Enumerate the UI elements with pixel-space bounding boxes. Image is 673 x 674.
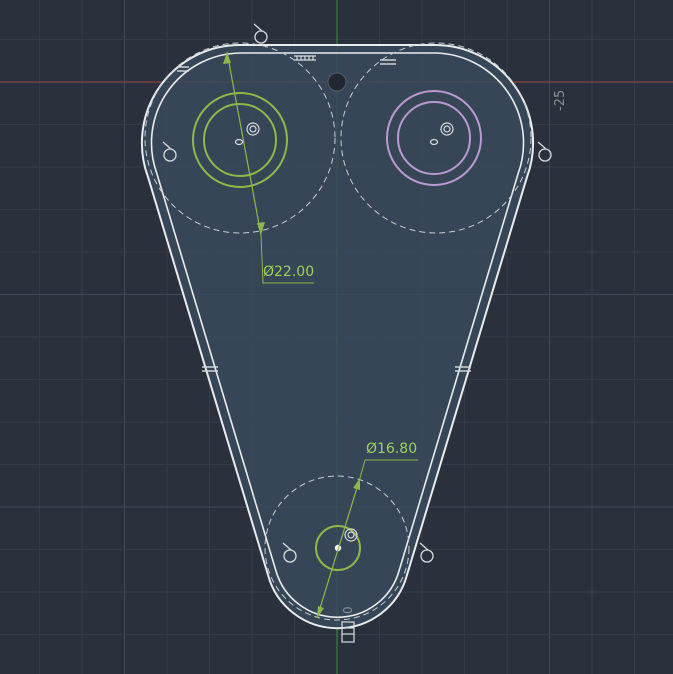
right-boss-outer-circle[interactable] xyxy=(386,90,482,186)
concentric-constraint-icon-inner xyxy=(249,125,257,133)
tangent-constraint-icon xyxy=(537,141,552,162)
bottom-dimension-label[interactable]: 0 xyxy=(341,606,355,614)
right-boss-inner-circle[interactable] xyxy=(397,101,471,175)
equal-constraint-icon xyxy=(177,66,189,72)
left-boss-center-point xyxy=(234,138,244,146)
tangent-constraint-icon xyxy=(282,542,297,563)
equal-constraint-icon xyxy=(202,366,218,372)
left-boss-outer-circle[interactable] xyxy=(192,92,288,188)
left-boss-inner-circle[interactable] xyxy=(203,103,277,177)
diameter-dimension-large[interactable]: Ø22.00 xyxy=(223,51,314,284)
construction-circle-right[interactable] xyxy=(340,42,532,234)
left-boss[interactable] xyxy=(192,92,288,188)
construction-circle-bottom[interactable] xyxy=(264,475,410,621)
concentric-constraint-icon xyxy=(246,122,260,136)
midpoint-circle-icon xyxy=(327,72,347,92)
sketch-profile-inner-offset[interactable] xyxy=(150,52,525,619)
concentric-constraint-icon xyxy=(344,528,358,542)
right-boss[interactable] xyxy=(386,90,482,186)
horizontal-constraint-icon xyxy=(294,55,316,61)
right-boss-center-point xyxy=(429,138,439,146)
sketch-profile-region[interactable] xyxy=(140,44,535,630)
tangent-constraint-icon xyxy=(419,542,434,563)
concentric-constraint-icon-inner xyxy=(347,531,355,539)
tangent-constraint-icon xyxy=(162,141,177,162)
concentric-constraint-icon xyxy=(440,122,454,136)
bottom-constraint-icon xyxy=(341,621,355,643)
bottom-boss-circle[interactable] xyxy=(315,525,361,571)
diameter-dimension-small[interactable]: Ø16.80 xyxy=(316,441,418,619)
construction-circle-left[interactable] xyxy=(144,42,336,234)
dimension-label-large-diameter[interactable]: Ø22.00 xyxy=(263,264,314,280)
equal-constraint-icon xyxy=(455,366,471,372)
offset-dimension-label[interactable]: -25 xyxy=(553,90,568,111)
tangent-constraint-icon xyxy=(253,23,268,44)
dimension-label-small-diameter[interactable]: Ø16.80 xyxy=(366,441,417,457)
equal-constraint-icon xyxy=(380,59,396,65)
concentric-constraint-icon-inner xyxy=(443,125,451,133)
